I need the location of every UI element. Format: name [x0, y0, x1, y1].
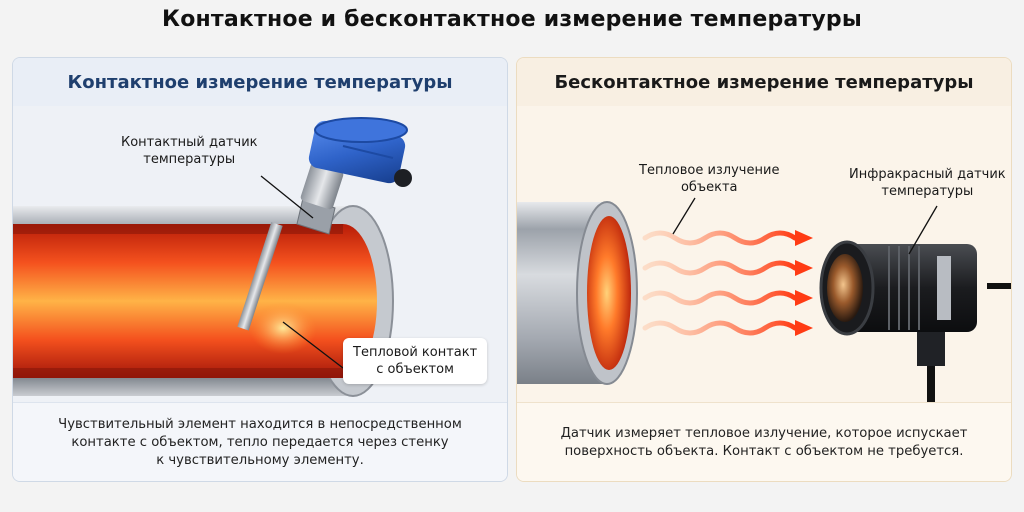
noncontact-heading: Бесконтактное измерение температуры — [517, 58, 1011, 106]
infrared-sensor-label: Инфракрасный датчик температуры — [849, 167, 1006, 199]
pipe-icon — [13, 205, 394, 397]
contact-panel: Контактное измерение температуры — [12, 57, 508, 482]
noncontact-caption: Датчик измеряет тепловое излучение, кото… — [517, 402, 1011, 481]
contact-sensor-label: Контактный датчик температуры — [121, 135, 258, 167]
contact-heading: Контактное измерение температуры — [13, 58, 507, 106]
heat-wave-icon — [642, 230, 798, 336]
noncontact-panel: Бесконтактное измерение температуры — [516, 57, 1012, 482]
infrared-sensor-icon — [819, 240, 1011, 402]
contact-sensor-icon — [237, 117, 412, 331]
contact-scene: Контактный датчик температуры Тепловой к… — [13, 106, 507, 402]
pipe-end-icon — [517, 201, 638, 385]
thermal-contact-label: Тепловой контакт с объектом — [343, 338, 488, 384]
noncontact-illustration — [517, 197, 1011, 402]
radiation-label: Тепловое излучение объекта — [639, 163, 780, 195]
contact-caption: Чувствительный элемент находится в непос… — [13, 402, 507, 481]
noncontact-scene: Тепловое излучение объекта Инфракрасный … — [517, 106, 1011, 402]
page-title: Контактное и бесконтактное измерение тем… — [162, 7, 862, 32]
